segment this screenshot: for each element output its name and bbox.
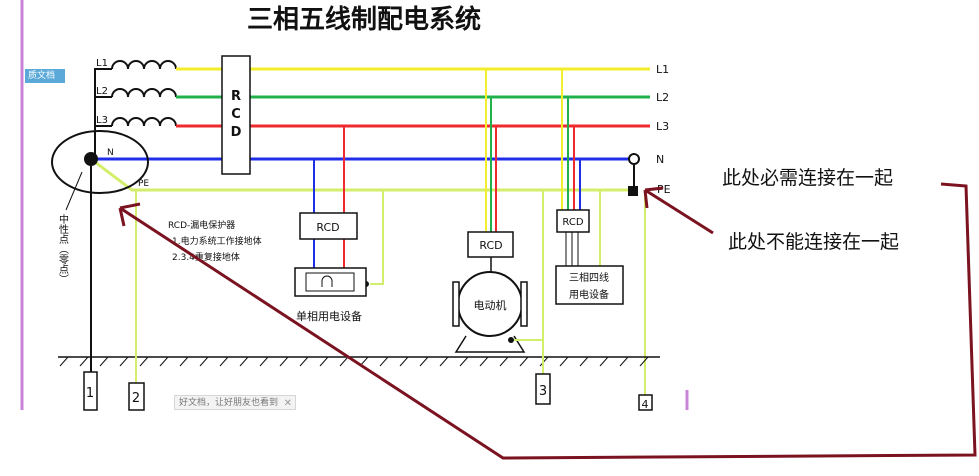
three-phase-label-b: 用电设备 xyxy=(569,288,609,301)
motor-label: 电动机 xyxy=(474,298,507,312)
neutral-point-circle xyxy=(51,130,149,194)
pe-label-left: PE xyxy=(138,179,149,189)
must-connect-note: 此处必需连接在一起 xyxy=(722,167,894,189)
rcd-label-three: RCD xyxy=(562,217,583,228)
main-rcd-label-d: D xyxy=(231,125,242,140)
single-phase-label: 单相用电设备 xyxy=(296,309,362,323)
rcd-label-motor: RCD xyxy=(479,239,502,252)
side-badge[interactable]: 质文档 xyxy=(25,69,65,83)
winding-label-l3: L3 xyxy=(96,115,108,126)
line-label-l3: L3 xyxy=(656,120,669,133)
line-label-l2: L2 xyxy=(656,91,669,104)
close-icon[interactable]: ✕ xyxy=(283,398,292,409)
ground-number-2: 2 xyxy=(132,391,140,406)
share-banner[interactable]: 好文档，让好朋友也看到 ✕ xyxy=(174,395,296,410)
diagram-title: 三相五线制配电系统 xyxy=(247,4,481,35)
winding-label-l1: L1 xyxy=(96,58,108,69)
share-banner-text: 好文档，让好朋友也看到 xyxy=(179,398,279,408)
ground-electrodes: 1 2 3 4 xyxy=(83,371,653,411)
legend-line-2: 1.电力系统工作接地体 xyxy=(172,235,262,247)
transformer-windings xyxy=(111,60,177,127)
star-connection xyxy=(94,68,112,157)
main-rcd-label-r: R xyxy=(231,89,241,104)
three-phase-label-a: 三相四线 xyxy=(569,271,609,284)
winding-label-l2: L2 xyxy=(96,86,108,97)
legend-line-3: 2.3.4重复接地体 xyxy=(172,251,240,263)
rcd-label-single: RCD xyxy=(316,221,339,234)
cannot-connect-note: 此处不能连接在一起 xyxy=(728,231,900,253)
line-label-n: N xyxy=(656,153,664,166)
neutral-pointer xyxy=(65,171,83,211)
neutral-point-label: 中性点（零点） xyxy=(57,213,69,284)
line-label-pe: PE xyxy=(657,183,671,196)
annotation-arrows xyxy=(118,182,977,460)
ground-plane xyxy=(58,190,660,383)
bus-line-pe xyxy=(90,157,634,192)
legend-line-1: RCD-漏电保护器 xyxy=(168,219,235,231)
ground-number-1: 1 xyxy=(86,386,94,401)
line-label-l1: L1 xyxy=(656,63,669,76)
motor-branch: RCD 电动机 xyxy=(452,69,544,353)
main-rcd-label-c: C xyxy=(231,107,241,122)
ground-number-4: 4 xyxy=(642,398,649,411)
neutral-point-dot xyxy=(84,152,98,166)
single-phase-branch: RCD 单相用电设备 xyxy=(294,126,384,323)
three-phase-branch: RCD 三相四线 用电设备 xyxy=(555,69,624,305)
n-label-left: N xyxy=(107,148,114,158)
main-rcd-box xyxy=(221,55,251,175)
ground-number-3: 3 xyxy=(539,384,547,399)
